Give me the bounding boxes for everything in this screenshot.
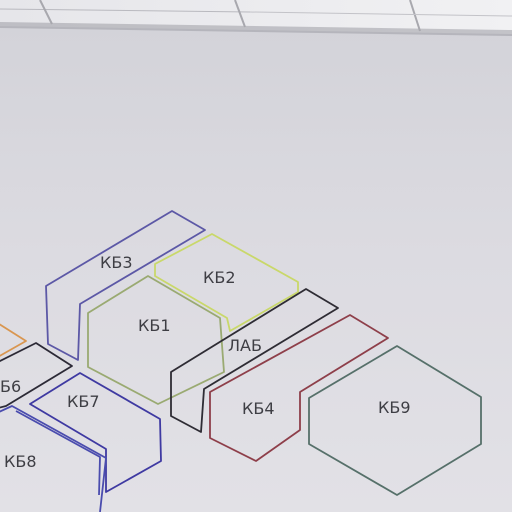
- zone-partial-orange-outline: [0, 323, 27, 357]
- zone-lab[interactable]: ЛАБ: [170, 288, 339, 433]
- zone-kb4[interactable]: КБ4: [209, 314, 389, 462]
- zone-kb6-label: Б6: [0, 377, 21, 396]
- zone-kb7-label: КБ7: [67, 392, 100, 411]
- zone-kb3[interactable]: КБ3: [45, 210, 206, 361]
- zone-kb6[interactable]: Б6: [0, 342, 73, 410]
- zone-kb7[interactable]: КБ7: [29, 372, 162, 493]
- zone-kb3-label: КБ3: [100, 253, 133, 272]
- zone-kb9-outline: [308, 345, 482, 496]
- zone-kb7-outline: [29, 372, 162, 493]
- zone-kb8-inner-line: [15, 410, 101, 496]
- zone-kb4-outline: [209, 314, 389, 462]
- zone-kb3-outline: [45, 210, 206, 361]
- zone-kb6-outline: [0, 342, 73, 409]
- zone-partial-orange[interactable]: [0, 322, 27, 358]
- zone-kb1-outline: [87, 275, 225, 405]
- zone-kb1[interactable]: КБ1: [87, 275, 225, 405]
- zone-kb2-outline: [154, 233, 299, 332]
- zone-lab-outline: [170, 288, 339, 433]
- zone-kb9-label: КБ9: [378, 398, 411, 417]
- zone-lab-label: ЛАБ: [228, 336, 262, 355]
- zone-kb1-label: КБ1: [138, 316, 171, 335]
- zone-kb8-outline: [0, 405, 107, 512]
- zone-kb8[interactable]: КБ8: [0, 405, 107, 512]
- zone-kb9[interactable]: КБ9: [308, 345, 482, 496]
- zone-kb2-label: КБ2: [203, 268, 236, 287]
- zone-kb4-label: КБ4: [242, 399, 275, 418]
- zone-kb8-label: КБ8: [4, 452, 37, 471]
- zone-kb2[interactable]: КБ2: [154, 233, 299, 332]
